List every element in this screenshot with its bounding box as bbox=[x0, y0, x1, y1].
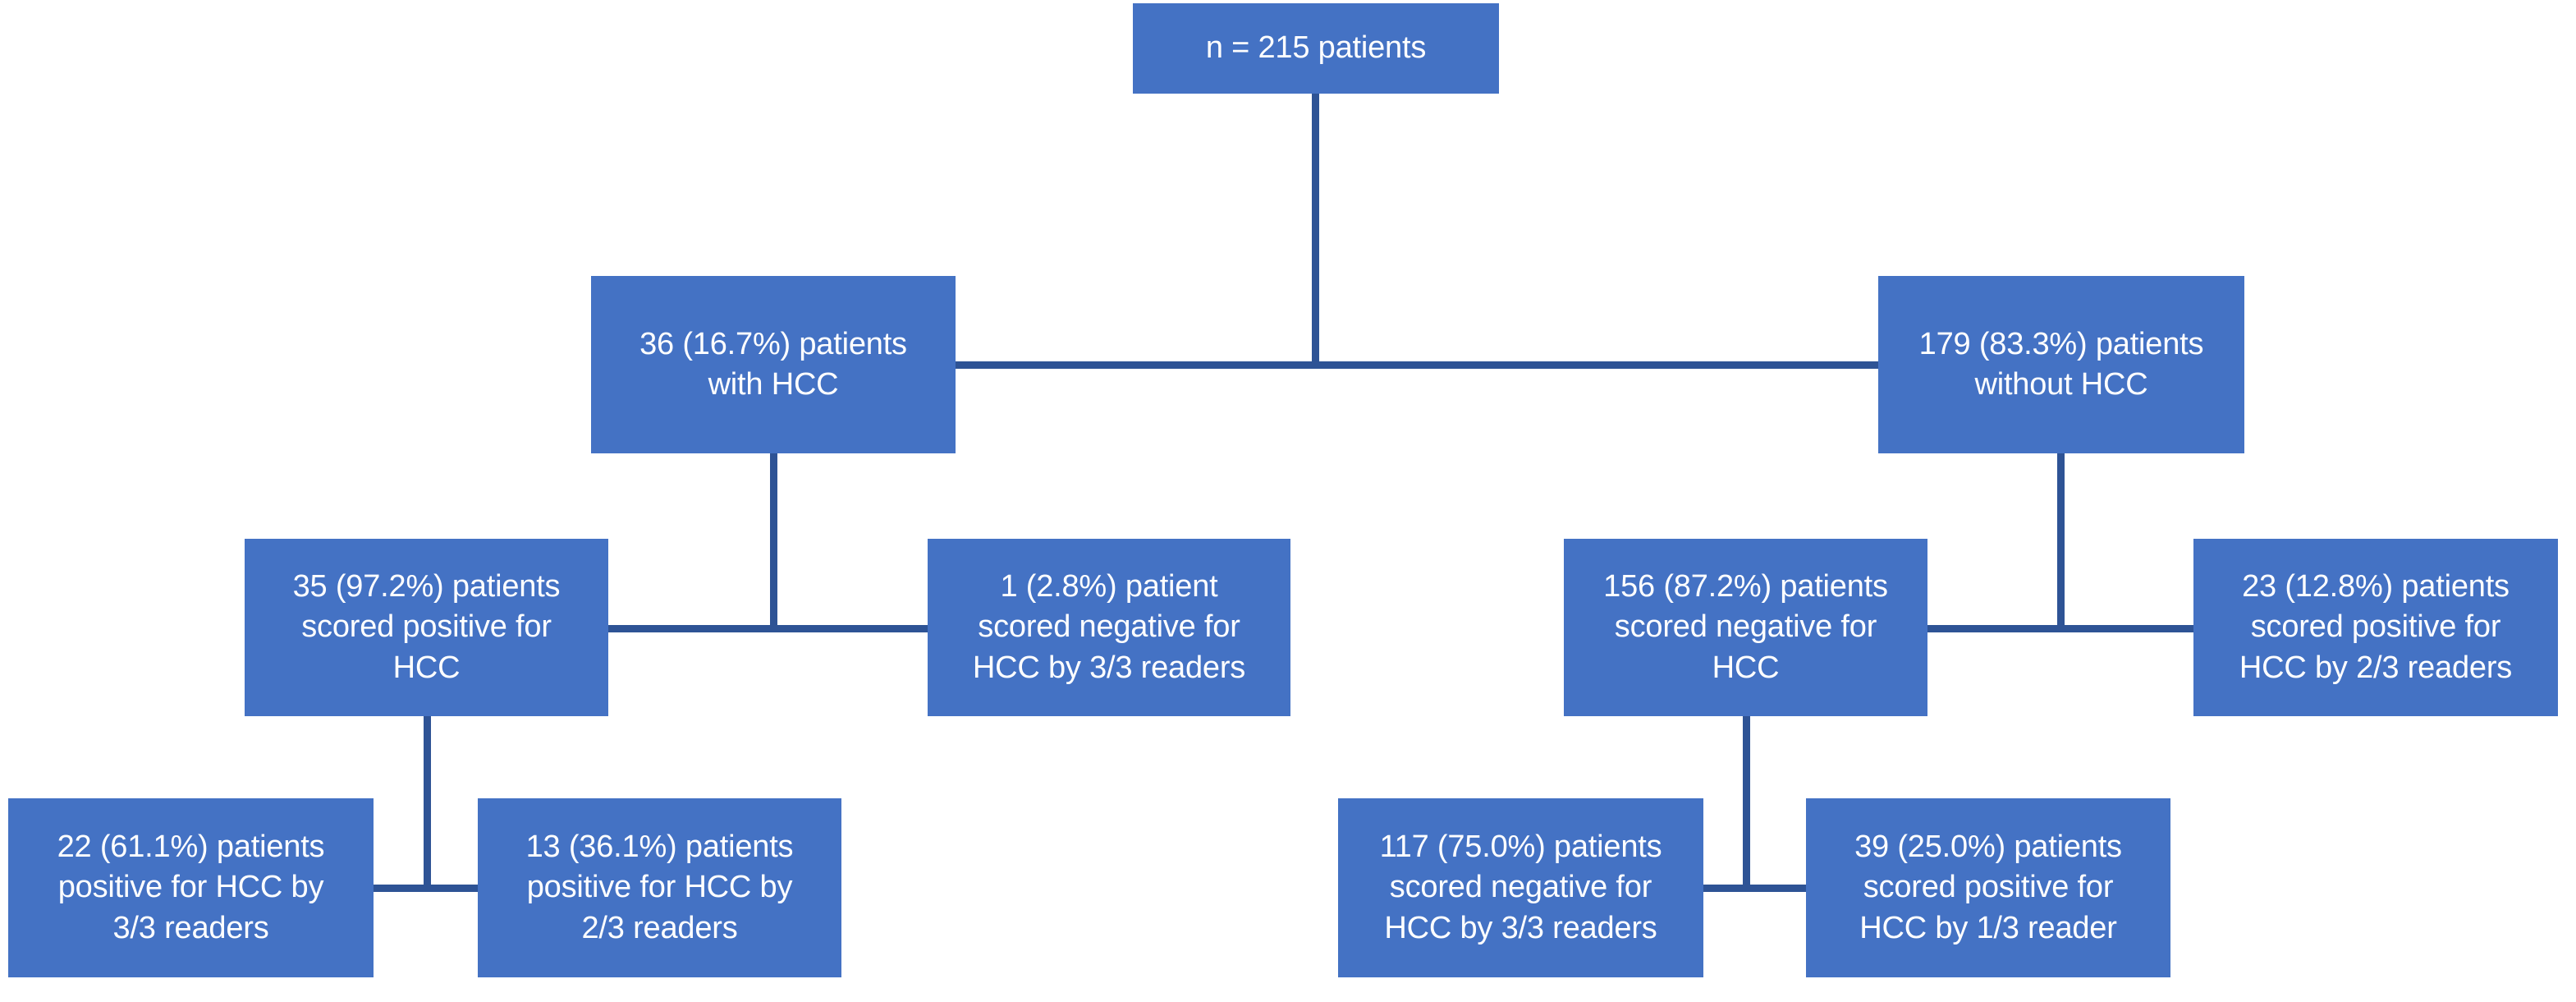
connector-level4-left-horizontal-bar bbox=[370, 885, 481, 892]
flow-node-negative-by-3-of-3-readers-label: 117 (75.0%) patients scored negative for… bbox=[1379, 829, 1662, 945]
flow-node-positive-by-2-of-3-readers: 13 (36.1%) patients positive for HCC by … bbox=[478, 798, 841, 977]
flow-node-negative-by-3-of-3-readers: 117 (75.0%) patients scored negative for… bbox=[1338, 798, 1703, 977]
connector-level2-horizontal-bar bbox=[952, 361, 1882, 369]
flow-node-hcc-negative-scored-negative: 156 (87.2%) patients scored negative for… bbox=[1564, 539, 1927, 716]
flow-node-hcc-positive-scored-positive-label: 35 (97.2%) patients scored positive for … bbox=[292, 568, 561, 685]
flow-node-positive-by-1-of-3-readers: 39 (25.0%) patients scored positive for … bbox=[1806, 798, 2170, 977]
connector-level3-right-horizontal-bar bbox=[1924, 625, 2197, 632]
connector-root-to-level2-vertical bbox=[1312, 92, 1319, 365]
flow-node-positive-by-1-of-3-readers-label: 39 (25.0%) patients scored positive for … bbox=[1854, 829, 2122, 945]
flow-node-hcc-negative-scored-positive-label: 23 (12.8%) patients scored positive for … bbox=[2239, 568, 2513, 685]
flow-node-hcc-negative-scored-positive: 23 (12.8%) patients scored positive for … bbox=[2193, 539, 2558, 716]
flow-node-positive-by-2-of-3-readers-label: 13 (36.1%) patients positive for HCC by … bbox=[525, 829, 794, 945]
flow-node-positive-by-3-of-3-readers-label: 22 (61.1%) patients positive for HCC by … bbox=[57, 829, 325, 945]
flow-node-hcc-positive-scored-negative-label: 1 (2.8%) patient scored negative for HCC… bbox=[972, 568, 1246, 685]
flow-node-total-patients-label: n = 215 patients bbox=[1205, 30, 1427, 66]
flow-node-total-patients: n = 215 patients bbox=[1133, 3, 1499, 94]
flow-node-hcc-positive-scored-positive: 35 (97.2%) patients scored positive for … bbox=[245, 539, 608, 716]
connector-level3-left-horizontal-bar bbox=[605, 625, 931, 632]
connector-level4-right-horizontal-bar bbox=[1700, 885, 1809, 892]
connector-hcc-no-neg-to-level4-vertical bbox=[1743, 716, 1750, 889]
flow-node-positive-by-3-of-3-readers: 22 (61.1%) patients positive for HCC by … bbox=[8, 798, 374, 977]
flow-node-patients-with-hcc-label: 36 (16.7%) patients with HCC bbox=[639, 326, 907, 402]
flow-node-patients-without-hcc-label: 179 (83.3%) patients without HCC bbox=[1918, 326, 2204, 402]
flow-node-patients-with-hcc: 36 (16.7%) patients with HCC bbox=[591, 276, 956, 453]
flow-node-patients-without-hcc: 179 (83.3%) patients without HCC bbox=[1878, 276, 2244, 453]
connector-hcc-yes-pos-to-level4-vertical bbox=[424, 716, 431, 889]
flow-node-hcc-negative-scored-negative-label: 156 (87.2%) patients scored negative for… bbox=[1603, 568, 1888, 685]
connector-hcc-no-to-level3-vertical bbox=[2057, 453, 2065, 629]
connector-hcc-yes-to-level3-vertical bbox=[770, 453, 777, 629]
flow-node-hcc-positive-scored-negative: 1 (2.8%) patient scored negative for HCC… bbox=[928, 539, 1290, 716]
